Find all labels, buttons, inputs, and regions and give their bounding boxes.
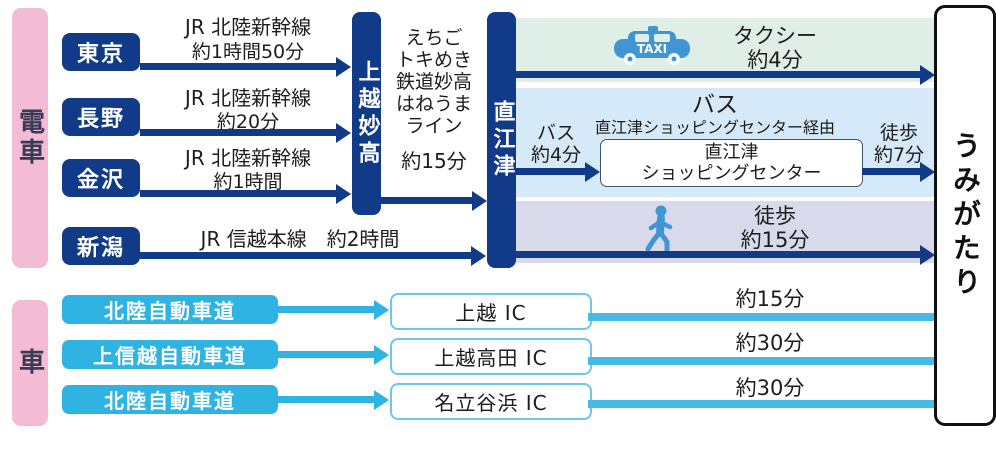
arrow-road-joetsutakada-ic	[278, 351, 374, 358]
taxi-icon: TAXI	[614, 26, 690, 65]
station-label: 新潟	[76, 236, 125, 261]
walk-label: 徒歩 約15分	[740, 204, 810, 252]
arrow-walk-umigatari	[516, 251, 920, 258]
car-section-label: 車	[14, 348, 45, 378]
station-box-niigata: 新潟	[62, 227, 140, 265]
arrow-tokyo-joetsumyoko	[140, 63, 336, 70]
svg-text:TAXI: TAXI	[637, 42, 667, 56]
local-line-name: えちご トキめき 鉄道妙高 はねうま ライン	[395, 27, 472, 137]
walking-person-icon	[645, 205, 673, 255]
destination-label: うみがたり	[949, 130, 982, 301]
arrow-road-joetsu-ic	[278, 306, 374, 313]
arrow-road-nadachitanihama-ic	[278, 396, 374, 403]
train-section-rail: 電車	[12, 8, 48, 268]
bus-leg1-label: バス 約4分	[530, 122, 582, 166]
drive-time-3: 約30分	[735, 376, 805, 400]
road-label: 上信越自動車道	[93, 344, 247, 368]
station-label: 直江津	[489, 99, 515, 181]
line-name-row2: JR 北陸新幹線	[184, 86, 312, 110]
line-joetsutakada-ic-umigatari	[588, 357, 935, 365]
bus-stop-label: 直江津 ショッピングセンター	[641, 142, 822, 184]
road-label: 北陸自動車道	[104, 299, 236, 323]
station-bar-naoetsu: 直江津	[487, 12, 516, 268]
station-label: 長野	[76, 107, 125, 132]
line-time-row1: 約1時間50分	[191, 41, 305, 63]
train-section-label: 電車	[14, 108, 45, 168]
bus-via-label: 直江津ショッピングセンター経由	[594, 118, 835, 137]
ic-label: 上越高田 IC	[434, 346, 548, 370]
arrow-joetsumyoko-naoetsu	[381, 197, 472, 204]
bus-leg2-label: 徒歩 約7分	[873, 122, 925, 166]
road-box-hokuriku-1: 北陸自動車道	[62, 295, 278, 324]
arrow-shoppingcenter-umigatari	[862, 168, 920, 175]
drive-time-2: 約30分	[735, 331, 805, 355]
car-section-rail: 車	[12, 300, 48, 426]
line-name-row4: JR 信越本線 約2時間	[200, 227, 400, 251]
arrow-naoetsu-shoppingcenter	[516, 168, 585, 175]
drive-time-1: 約15分	[735, 287, 805, 311]
bus-heading: バス	[692, 92, 738, 118]
line-nadachitanihama-ic-umigatari	[588, 400, 935, 408]
arrow-nagano-joetsumyoko	[140, 129, 336, 136]
station-box-tokyo: 東京	[62, 33, 140, 71]
line-name-row1: JR 北陸新幹線	[184, 15, 312, 39]
taxi-label: タクシー 約4分	[733, 24, 817, 72]
bus-stop-box: 直江津 ショッピングセンター	[600, 139, 863, 187]
local-line-time: 約15分	[401, 149, 467, 173]
station-label: 金沢	[76, 168, 125, 193]
ic-box-joetsu-takada: 上越高田 IC	[390, 338, 592, 375]
arrow-taxi-umigatari	[516, 71, 920, 78]
station-label: 東京	[76, 42, 125, 67]
station-box-kanazawa: 金沢	[62, 159, 140, 197]
road-label: 北陸自動車道	[104, 389, 236, 413]
ic-label: 上越 IC	[455, 301, 527, 325]
ic-box-joetsu: 上越 IC	[390, 293, 592, 330]
arrow-kanazawa-joetsumyoko	[140, 190, 336, 197]
ic-box-nadachitanihama: 名立谷浜 IC	[390, 383, 592, 420]
arrow-niigata-naoetsu	[140, 252, 471, 259]
line-time-row3: 約1時間	[213, 171, 283, 193]
line-joetsu-ic-umigatari	[588, 313, 935, 321]
line-name-row3: JR 北陸新幹線	[184, 146, 312, 170]
destination-box: うみがたり	[934, 5, 996, 426]
station-bar-joetsu-myoko: 上越妙高	[352, 12, 381, 215]
line-time-row2: 約20分	[216, 111, 280, 133]
ic-label: 名立谷浜 IC	[434, 391, 548, 415]
station-label: 上越妙高	[354, 59, 380, 168]
road-box-joshinetsu: 上信越自動車道	[62, 340, 278, 369]
station-box-nagano: 長野	[62, 98, 140, 136]
road-box-hokuriku-2: 北陸自動車道	[62, 385, 278, 414]
